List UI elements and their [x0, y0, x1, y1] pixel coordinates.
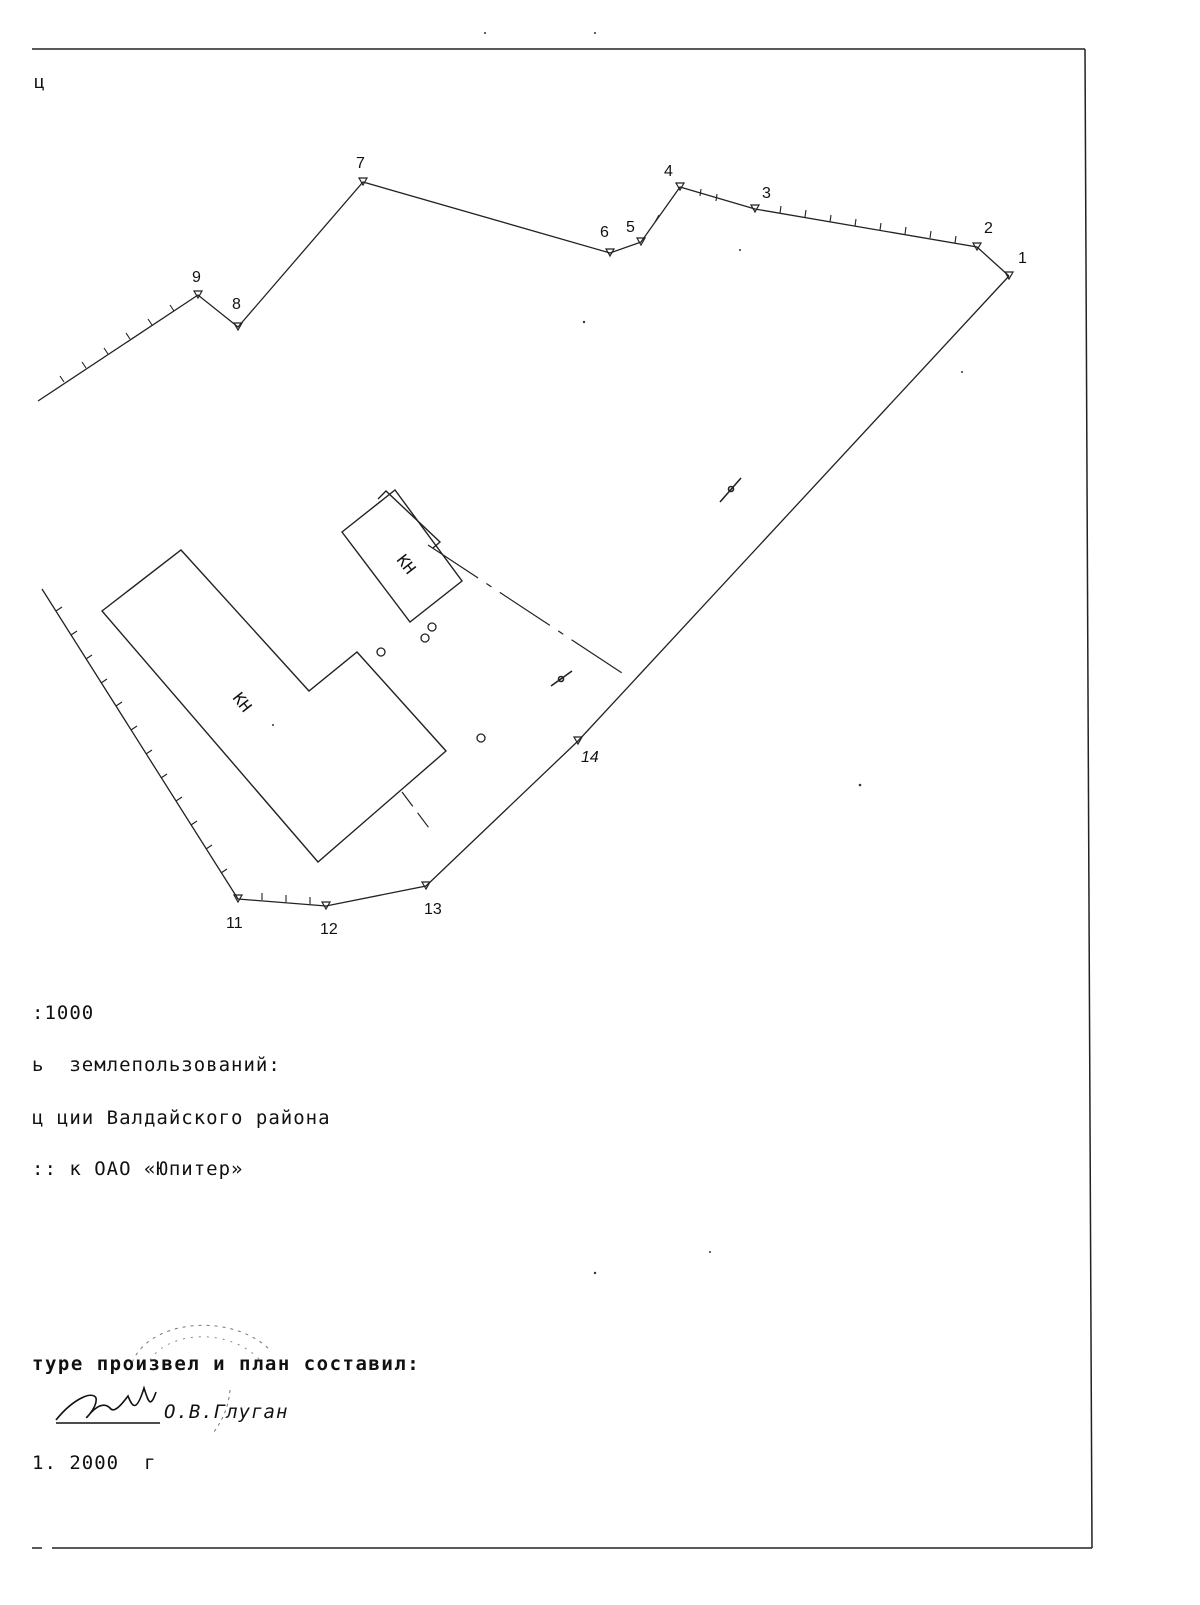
point-label: 11 [226, 915, 243, 932]
scale-text: :1000 [32, 1002, 95, 1024]
boundary-hachures [55, 188, 957, 904]
handwritten-signature [55, 1385, 160, 1424]
signature-title: туре произвел и план составил: [32, 1353, 421, 1375]
building-large [100, 549, 447, 863]
dashed-lines [401, 544, 626, 833]
tree-symbol [420, 633, 430, 643]
building-label: КН [393, 551, 420, 578]
tree-symbol [376, 647, 386, 657]
point-label: 1 [1018, 250, 1027, 267]
signatory-name: О.В.Глуган [164, 1401, 289, 1423]
corner-mark: ц [34, 72, 45, 93]
point-label: 7 [356, 155, 365, 172]
point-label: 9 [192, 269, 201, 286]
point-label: 8 [232, 296, 241, 313]
point-label: 14 [581, 749, 599, 766]
district-line: ц ции Валдайского района [32, 1107, 331, 1129]
point-label: 2 [984, 220, 993, 237]
tree-symbol [427, 622, 437, 632]
scan-specks [272, 32, 963, 1275]
sign-symbols [550, 477, 742, 687]
buildings [100, 489, 463, 863]
owner-line: :: к ОАО «Юпитер» [32, 1158, 244, 1180]
building-label: КН [229, 689, 256, 716]
point-label: 6 [600, 224, 609, 241]
point-markers [192, 177, 1015, 911]
building-small [341, 489, 463, 623]
parcel-boundary [37, 181, 1010, 907]
tree-symbol [476, 733, 486, 743]
point-label: 3 [762, 185, 771, 202]
map-symbols [376, 622, 486, 743]
point-label: 5 [626, 219, 635, 236]
frame-right-line [1084, 48, 1093, 1549]
signature-date: 1. 2000 г [32, 1452, 157, 1474]
point-label: 4 [664, 163, 673, 180]
land-use-line: ь землепользований: [32, 1054, 281, 1076]
stamp-mark [129, 1324, 271, 1433]
point-label: 13 [424, 901, 442, 918]
point-label: 12 [320, 921, 338, 938]
